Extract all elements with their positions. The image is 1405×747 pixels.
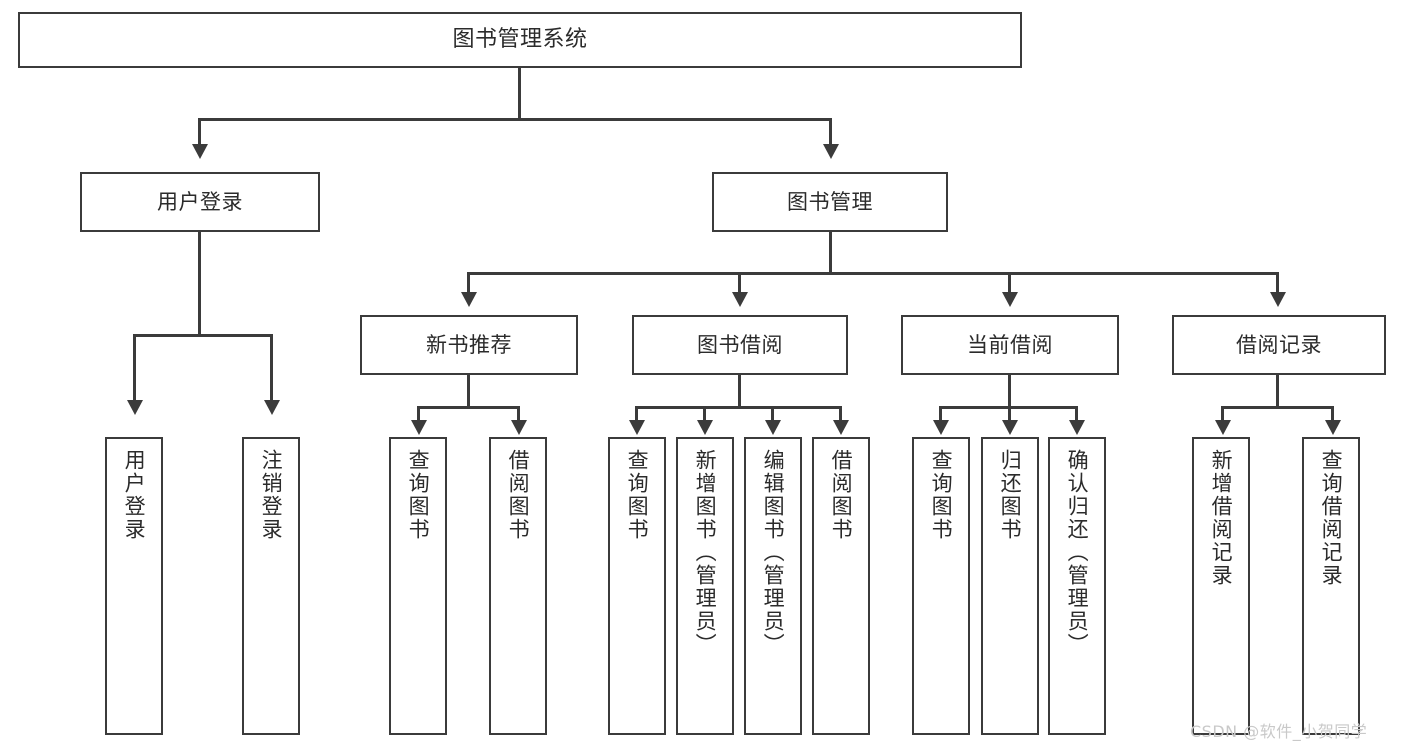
connector-current-borrow-drop-3 <box>1075 406 1078 422</box>
arrow-to-leaf-query-book-c <box>933 420 949 435</box>
node-root-book-management-system[interactable]: 图书管理系统 <box>18 12 1022 68</box>
connector-new-book-stem <box>467 375 470 409</box>
connector-book-borrow-drop-4 <box>839 406 842 422</box>
arrow-to-leaf-add-book <box>697 420 713 435</box>
connector-book-borrow-drop-1 <box>635 406 638 422</box>
connector-book-borrow-stem <box>738 375 741 409</box>
arrow-to-leaf-user-login <box>127 400 143 415</box>
csdn-watermark: CSDN @软件_小贺同学 <box>1190 722 1368 741</box>
node-label: 新增图书（管理员） <box>693 449 718 656</box>
arrow-to-leaf-query-book-b <box>629 420 645 435</box>
node-label: 用户登录 <box>157 189 243 214</box>
node-book-borrow[interactable]: 图书借阅 <box>632 315 848 375</box>
leaf-add-borrow-record[interactable]: 新增借阅记录 <box>1192 437 1250 735</box>
connector-drop-borrow-record <box>1276 272 1279 294</box>
arrow-to-leaf-borrow-book-a <box>511 420 527 435</box>
node-label: 图书管理系统 <box>452 27 588 53</box>
connector-new-book-drop-2 <box>517 406 520 422</box>
node-label: 图书管理 <box>787 189 873 214</box>
connector-borrow-record-drop-2 <box>1331 406 1334 422</box>
leaf-borrow-book-new[interactable]: 借阅图书 <box>489 437 547 735</box>
connector-root-to-book-management <box>829 118 832 146</box>
connector-book-management-stem <box>829 232 832 274</box>
leaf-query-book-current[interactable]: 查询图书 <box>912 437 970 735</box>
node-label: 归还图书 <box>998 449 1023 541</box>
connector-level3-bus <box>467 272 1279 275</box>
node-borrow-record[interactable]: 借阅记录 <box>1172 315 1386 375</box>
node-label: 注销登录 <box>259 449 284 541</box>
connector-root-bus <box>198 118 832 121</box>
leaf-query-borrow-record[interactable]: 查询借阅记录 <box>1302 437 1360 735</box>
node-label: 图书借阅 <box>697 332 783 357</box>
arrow-to-leaf-logout <box>264 400 280 415</box>
connector-drop-book-borrow <box>738 272 741 294</box>
node-label: 查询借阅记录 <box>1319 449 1344 587</box>
node-label: 用户登录 <box>122 449 147 541</box>
leaf-borrow-book[interactable]: 借阅图书 <box>812 437 870 735</box>
connector-current-borrow-stem <box>1008 375 1011 409</box>
arrow-to-leaf-query-record <box>1325 420 1341 435</box>
connector-root-stem <box>518 68 521 118</box>
node-label: 查询图书 <box>625 449 650 541</box>
connector-current-borrow-drop-2 <box>1008 406 1011 422</box>
node-label: 新书推荐 <box>426 332 512 357</box>
node-label: 新增借阅记录 <box>1209 449 1234 587</box>
connector-borrow-record-drop-1 <box>1221 406 1224 422</box>
node-label: 借阅图书 <box>506 449 531 541</box>
connector-user-login-drop-2 <box>270 334 273 402</box>
connector-root-to-user-login <box>198 118 201 146</box>
connector-book-borrow-drop-2 <box>703 406 706 422</box>
node-current-borrow[interactable]: 当前借阅 <box>901 315 1119 375</box>
node-book-management[interactable]: 图书管理 <box>712 172 948 232</box>
node-label: 查询图书 <box>406 449 431 541</box>
node-label: 查询图书 <box>929 449 954 541</box>
connector-borrow-record-bus <box>1221 406 1334 409</box>
arrow-to-new-book <box>461 292 477 307</box>
arrow-to-leaf-add-record <box>1215 420 1231 435</box>
connector-user-login-bus <box>133 334 273 337</box>
connector-new-book-bus <box>417 406 520 409</box>
node-label: 当前借阅 <box>967 332 1053 357</box>
arrow-to-user-login <box>192 144 208 159</box>
leaf-edit-book-admin[interactable]: 编辑图书（管理员） <box>744 437 802 735</box>
connector-current-borrow-drop-1 <box>939 406 942 422</box>
arrow-to-leaf-edit-book <box>765 420 781 435</box>
node-label: 编辑图书（管理员） <box>761 449 786 656</box>
leaf-return-book[interactable]: 归还图书 <box>981 437 1039 735</box>
node-new-book-recommend[interactable]: 新书推荐 <box>360 315 578 375</box>
arrow-to-leaf-return-book <box>1002 420 1018 435</box>
leaf-confirm-return-admin[interactable]: 确认归还（管理员） <box>1048 437 1106 735</box>
node-user-login[interactable]: 用户登录 <box>80 172 320 232</box>
connector-book-borrow-drop-3 <box>771 406 774 422</box>
leaf-query-book-new[interactable]: 查询图书 <box>389 437 447 735</box>
node-label: 借阅图书 <box>829 449 854 541</box>
leaf-logout[interactable]: 注销登录 <box>242 437 300 735</box>
connector-user-login-drop-1 <box>133 334 136 402</box>
leaf-query-book-borrow[interactable]: 查询图书 <box>608 437 666 735</box>
arrow-to-current-borrow <box>1002 292 1018 307</box>
node-label: 确认归还（管理员） <box>1065 449 1090 656</box>
connector-new-book-drop-1 <box>417 406 420 422</box>
connector-book-borrow-bus <box>635 406 842 409</box>
arrow-to-leaf-confirm-return <box>1069 420 1085 435</box>
connector-drop-current-borrow <box>1008 272 1011 294</box>
arrow-to-leaf-query-book-a <box>411 420 427 435</box>
leaf-add-book-admin[interactable]: 新增图书（管理员） <box>676 437 734 735</box>
arrow-to-book-borrow <box>732 292 748 307</box>
connector-drop-new-book <box>467 272 470 294</box>
arrow-to-book-management <box>823 144 839 159</box>
connector-borrow-record-stem <box>1276 375 1279 409</box>
connector-user-login-stem <box>198 232 201 336</box>
arrow-to-leaf-borrow-book-b <box>833 420 849 435</box>
node-label: 借阅记录 <box>1236 332 1322 357</box>
leaf-user-login[interactable]: 用户登录 <box>105 437 163 735</box>
arrow-to-borrow-record <box>1270 292 1286 307</box>
